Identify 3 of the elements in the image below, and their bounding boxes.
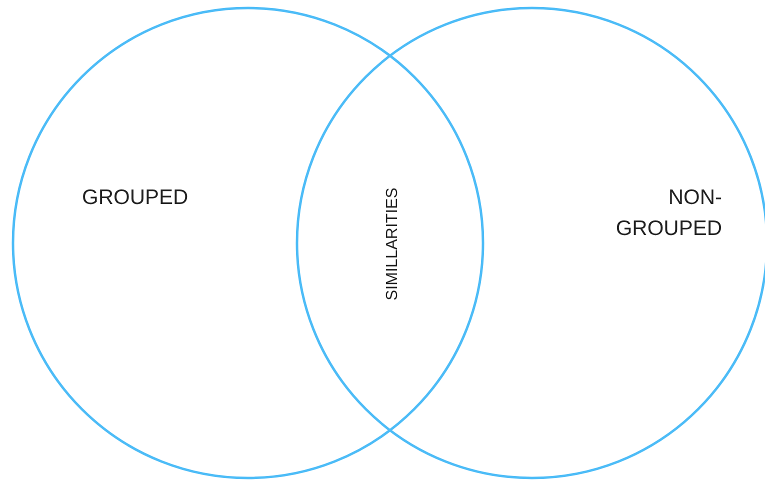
overlap-label: SIMILLARITIES <box>384 188 402 300</box>
circle-label: GROUPED <box>82 185 190 211</box>
circle-label: NON-GROUPED <box>614 185 722 242</box>
